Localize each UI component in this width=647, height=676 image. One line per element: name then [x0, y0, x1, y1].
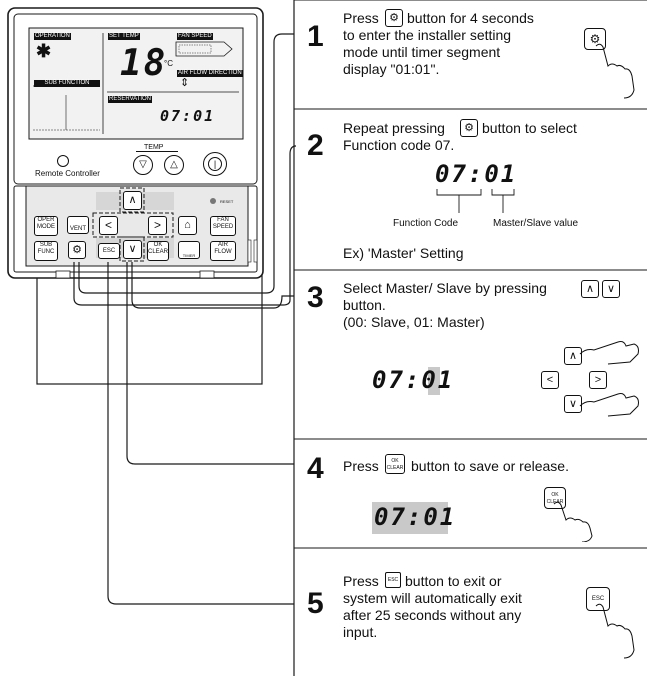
step3-line1: Select Master/ Slave by pressing: [343, 280, 547, 296]
hand-up-icon: [579, 341, 639, 365]
home-icon: ⌂: [184, 219, 191, 231]
step4-line1b: button to save or release.: [411, 458, 569, 474]
snowflake-icon: ✱: [36, 41, 52, 61]
lcd-reservation-label: RESERVATION: [108, 96, 153, 103]
right-arrow-button[interactable]: >: [148, 216, 167, 235]
esc-button[interactable]: ESC: [98, 243, 120, 259]
step5-press: Press: [343, 573, 379, 589]
step3-arrow-left-icon: <: [541, 371, 559, 389]
step5-press-esc-icon: ESC: [586, 587, 610, 611]
ok-clear-button[interactable]: OK CLEAR: [147, 241, 169, 261]
indicator-led: [57, 155, 69, 167]
step2-line1b: button to select: [482, 120, 577, 136]
function-code-label: Function Code: [393, 218, 459, 229]
step2-line1: Repeat pressing: [343, 120, 445, 136]
reset-dot: [210, 198, 216, 204]
timer-button[interactable]: TIMER: [178, 241, 200, 259]
gear-icon: ⚙: [72, 244, 82, 256]
master-slave-label: Master/Slave value: [493, 218, 579, 229]
temp-up-button[interactable]: △: [164, 155, 184, 175]
step1-line2: to enter the installer setting: [343, 27, 512, 43]
step5-line1b: button to exit or: [405, 573, 502, 589]
step1-press-gear-icon: ⚙: [584, 28, 606, 50]
connector-step3: [131, 262, 294, 309]
connector-step2: [73, 145, 297, 306]
temp-bracket: [136, 151, 178, 154]
remote-brand-label: Remote Controller: [35, 169, 100, 178]
step3-line2: button.: [343, 297, 386, 313]
step2-number: 2: [307, 129, 324, 162]
connector-step5: [107, 262, 294, 605]
connector-step4: [126, 262, 294, 465]
step4-display: 07:01: [374, 503, 457, 531]
lcd-air-flow-label: AIR FLOW DIRECTION: [177, 70, 243, 77]
step3-down-icon: ∨: [602, 280, 620, 298]
temp-label: TEMP: [144, 144, 164, 151]
air-flow-button[interactable]: AIR FLOW: [210, 241, 236, 261]
step5-esc-icon: ESC: [385, 572, 401, 588]
step4-press: Press: [343, 458, 379, 474]
fan-speed-button[interactable]: FAN SPEED: [210, 216, 236, 236]
power-icon: |: [208, 157, 222, 171]
step2-gear-icon: ⚙: [460, 119, 478, 137]
lcd-reservation-value: 07:01: [160, 107, 216, 125]
step1-gear-icon: ⚙: [385, 9, 403, 27]
temp-down-button[interactable]: ▽: [133, 155, 153, 175]
step3-arrow-right-icon: >: [589, 371, 607, 389]
lcd-fan-speed-label: FAN SPEED: [177, 33, 213, 40]
step2-line2: Function code 07.: [343, 137, 455, 153]
vent-button[interactable]: VENT: [67, 216, 89, 234]
sub-func-button[interactable]: SUB FUNC: [34, 241, 58, 261]
step1-line4: display "01:01".: [343, 61, 440, 77]
step3-arrow-up-icon: ∧: [564, 347, 582, 365]
lcd-temp-unit: °C: [164, 59, 173, 68]
down-arrow-button[interactable]: ∨: [123, 240, 142, 259]
power-button[interactable]: |: [203, 152, 227, 176]
lcd-temp-value: 18: [120, 43, 168, 84]
step2-display: 07:01: [435, 160, 518, 188]
step4-number: 4: [307, 452, 324, 485]
step3-line3: (00: Slave, 01: Master): [343, 314, 485, 330]
oper-mode-button[interactable]: OPER MODE: [34, 216, 58, 236]
step3-up-icon: ∧: [581, 280, 599, 298]
connector-step1: [78, 33, 294, 294]
step3-display: 07:01: [372, 366, 455, 394]
hand-down-icon: [579, 393, 639, 417]
step5-line4: input.: [343, 624, 378, 640]
step1-line3: mode until timer segment: [343, 44, 501, 60]
home-button[interactable]: ⌂: [178, 216, 197, 235]
air-flow-arrow-icon: ⇕: [180, 77, 190, 89]
step3-arrow-down-icon: ∨: [564, 395, 582, 413]
hand-pointer-icon-step5: [595, 603, 635, 659]
lcd-set-temp-label: SET TEMP: [108, 33, 140, 40]
hand-pointer-icon-step4: [553, 501, 593, 542]
step1-number: 1: [307, 20, 324, 53]
hand-pointer-icon: [595, 43, 635, 99]
left-arrow-button[interactable]: <: [99, 216, 118, 235]
step5-line3: after 25 seconds without any: [343, 607, 522, 623]
step5-number: 5: [307, 587, 324, 620]
lcd-sub-function-label: SUB FUNCTION: [34, 80, 100, 87]
settings-button[interactable]: ⚙: [68, 241, 86, 259]
up-arrow-button[interactable]: ∧: [123, 191, 142, 210]
step1-press: Press: [343, 10, 379, 26]
reset-label: RESET: [220, 199, 234, 204]
step5-line2: system will automatically exit: [343, 590, 522, 606]
step1-line1b: button for 4 seconds: [407, 10, 534, 26]
step2-example: Ex) 'Master' Setting: [343, 245, 464, 261]
step3-number: 3: [307, 281, 324, 314]
lcd-operation-label: OPERATION: [34, 33, 71, 40]
